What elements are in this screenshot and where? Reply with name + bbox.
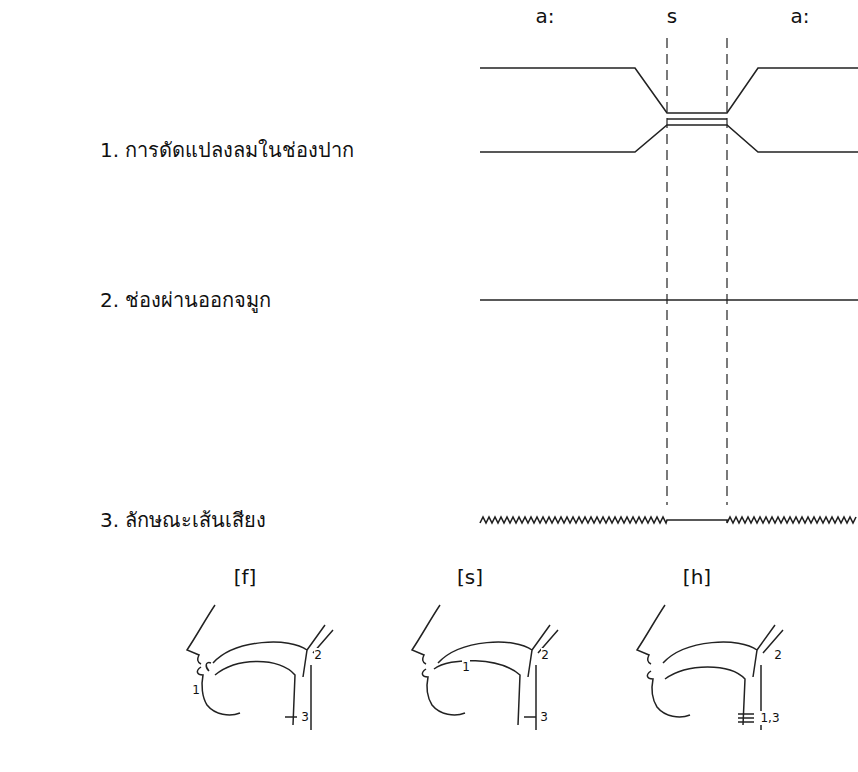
- row-label: 1. การดัดแปลงลมในช่องปาก: [100, 138, 354, 162]
- callout-number: 3: [540, 710, 548, 724]
- callout-number: 1: [462, 660, 470, 674]
- phone-label: [h]: [683, 565, 711, 589]
- nasal-line: [480, 299, 858, 301]
- callout-number: 2: [314, 648, 322, 662]
- vocal-tract-sketch: [412, 605, 558, 730]
- leader-line: [285, 716, 297, 718]
- leader-line: [738, 713, 754, 715]
- segment-label: s: [667, 4, 677, 28]
- leader-line: [738, 721, 754, 723]
- callout-number: 2: [541, 648, 549, 662]
- vocal-tract-sketch: [637, 605, 783, 730]
- vocal-tract-sketch: [187, 605, 333, 730]
- callout-number: 1,3: [760, 711, 779, 725]
- leader-line: [738, 717, 754, 719]
- row-label: 3. ลักษณะเส้นเสียง: [100, 508, 266, 532]
- oral-tract-line: [667, 118, 727, 120]
- phone-label: [s]: [457, 565, 483, 589]
- oral-tract-line: [480, 125, 858, 152]
- segment-boundary: [666, 38, 667, 505]
- segment-boundary: [726, 38, 727, 505]
- segment-label: a:: [791, 4, 810, 28]
- leader-line: [524, 716, 536, 718]
- phone-label: [f]: [234, 565, 257, 589]
- callout-number: 3: [301, 710, 309, 724]
- voicing-wave: [480, 517, 856, 523]
- row-label: 2. ช่องผ่านออกจมูก: [100, 288, 271, 312]
- callout-number: 2: [774, 648, 782, 662]
- oral-tract-line: [480, 68, 858, 113]
- segment-label: a:: [536, 4, 555, 28]
- callout-number: 1: [192, 683, 200, 697]
